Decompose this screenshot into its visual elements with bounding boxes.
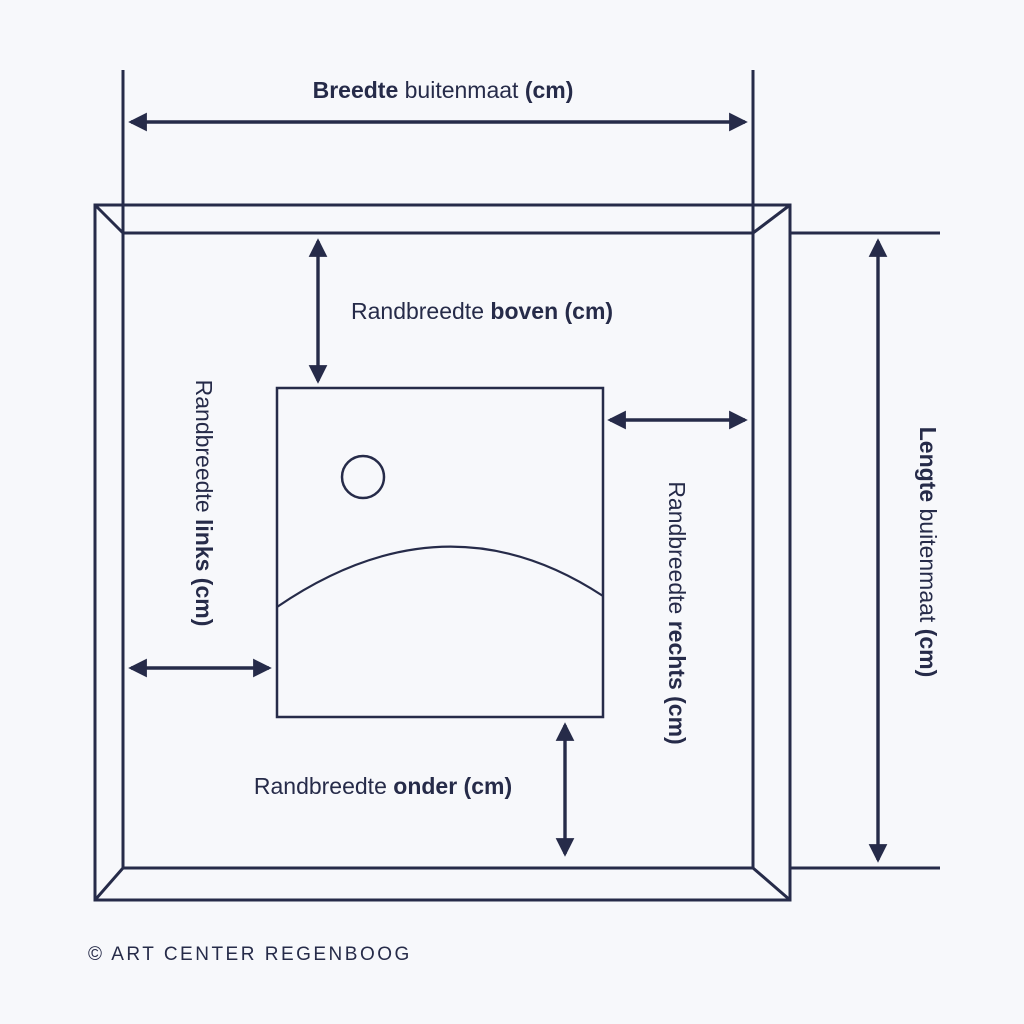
randbreedte-boven-label: Randbreedte boven (cm): [351, 298, 613, 324]
breedte-buitenmaat-label: Breedte buitenmaat (cm): [313, 77, 574, 103]
randbreedte-onder-label: Randbreedte onder (cm): [254, 773, 512, 799]
randbreedte-links-label: Randbreedte links (cm): [191, 380, 217, 627]
boven-label-regular: Randbreedte: [351, 298, 490, 324]
copyright-text: © ART CENTER REGENBOOG: [88, 944, 412, 965]
lengte-label-bold: Lengte: [915, 427, 941, 502]
frame-mitre-bottom-right: [752, 866, 791, 902]
lengte-label-regular: buitenmaat: [915, 502, 941, 629]
frame-inner-edge: [121, 231, 755, 870]
lengte-buitenmaat-label: Lengte buitenmaat (cm): [915, 427, 941, 678]
links-label-regular: Randbreedte: [191, 380, 217, 519]
breedte-label-bold: Breedte: [313, 77, 399, 103]
hill-curve: [276, 545, 604, 608]
dimension-arrows: [128, 112, 888, 863]
picture-frame: [93, 203, 792, 902]
lengte-label-unit: (cm): [915, 629, 941, 678]
breedte-label-regular: buitenmaat: [398, 77, 525, 103]
frame-outer-edge: [93, 203, 792, 902]
breedte-label-unit: (cm): [525, 77, 574, 103]
onder-label-bold: onder (cm): [393, 773, 512, 799]
randbreedte-rechts-label: Randbreedte rechts (cm): [664, 481, 690, 744]
onder-label-regular: Randbreedte: [254, 773, 393, 799]
frame-mitre-top-right: [752, 203, 791, 235]
extension-lines: [121, 70, 940, 870]
boven-label-bold: boven (cm): [490, 298, 613, 324]
frame-mitre-top-left: [93, 203, 125, 235]
sun-icon: [340, 454, 386, 500]
rechts-label-bold: rechts (cm): [664, 621, 690, 745]
frame-mitre-bottom-left: [93, 867, 125, 901]
rechts-label-regular: Randbreedte: [664, 481, 690, 620]
links-label-bold: links (cm): [191, 519, 217, 626]
artwork-rect: [275, 386, 605, 719]
artwork: [275, 386, 605, 719]
